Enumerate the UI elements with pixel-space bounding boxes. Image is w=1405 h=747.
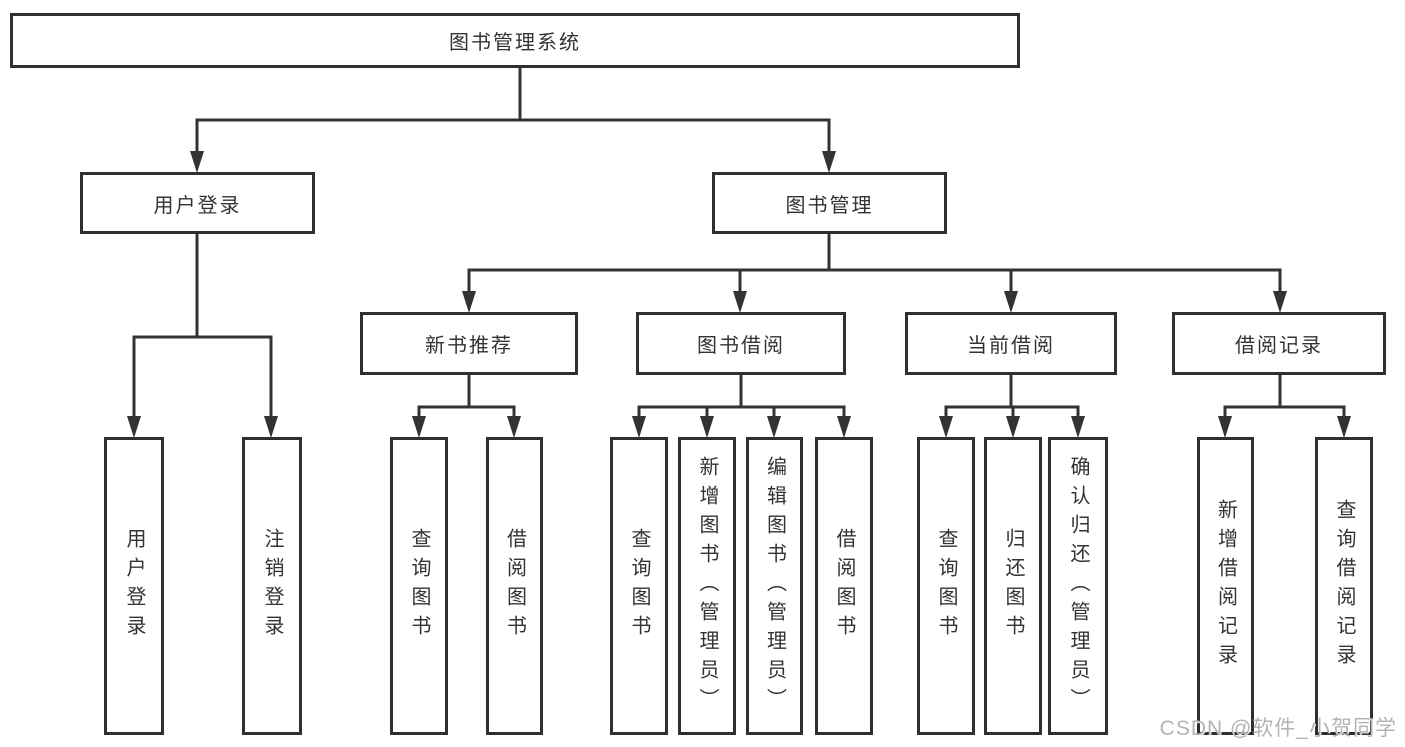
- leaf-confirm-return-admin: 确认归还（管理员）: [1048, 437, 1108, 735]
- connector-borrow-record-to-leaves: [1218, 373, 1351, 438]
- connector-root-to-level2: [190, 66, 836, 173]
- node-label: 查询图书: [408, 528, 430, 644]
- leaf-user-login: 用户登录: [104, 437, 164, 735]
- node-root-library-management-system: 图书管理系统: [10, 13, 1020, 68]
- node-label: 注销登录: [261, 528, 283, 644]
- node-label: 确认归还（管理员）: [1067, 455, 1089, 717]
- node-label: 图书管理系统: [449, 32, 581, 54]
- connector-book-borrow-to-leaves: [632, 373, 851, 438]
- leaf-edit-books-admin: 编辑图书（管理员）: [746, 437, 803, 735]
- leaf-add-borrow-record: 新增借阅记录: [1197, 437, 1254, 735]
- node-current-borrowing: 当前借阅: [905, 312, 1117, 375]
- node-label: 新书推荐: [425, 335, 513, 357]
- leaf-query-borrow-record: 查询借阅记录: [1315, 437, 1373, 735]
- leaf-query-books-current: 查询图书: [917, 437, 975, 735]
- leaf-query-books-borrowing: 查询图书: [610, 437, 668, 735]
- leaf-query-books-recommend: 查询图书: [390, 437, 448, 735]
- node-label: 新增图书（管理员）: [696, 455, 718, 717]
- node-book-management-branch: 图书管理: [712, 172, 947, 234]
- leaf-borrow-books: 借阅图书: [815, 437, 873, 735]
- leaf-logout: 注销登录: [242, 437, 302, 735]
- node-label: 归还图书: [1002, 528, 1024, 644]
- node-label: 查询图书: [935, 528, 957, 644]
- node-label: 图书管理: [785, 194, 874, 217]
- connector-current-borrow-to-leaves: [939, 373, 1085, 438]
- node-user-login-branch: 用户登录: [80, 172, 315, 234]
- connector-user-login-to-leaves: [127, 232, 278, 438]
- leaf-add-books-admin: 新增图书（管理员）: [678, 437, 736, 735]
- node-label: 借阅记录: [1235, 335, 1323, 357]
- node-label: 新增借阅记录: [1214, 499, 1237, 673]
- node-new-book-recommendation: 新书推荐: [360, 312, 578, 375]
- node-label: 用户登录: [153, 194, 242, 217]
- connector-book-management-to-level3: [462, 232, 1287, 313]
- node-label: 查询借阅记录: [1333, 499, 1355, 673]
- node-label: 编辑图书（管理员）: [763, 455, 786, 717]
- csdn-watermark: CSDN @软件_小贺同学: [1159, 717, 1397, 740]
- leaf-borrow-books-recommend: 借阅图书: [486, 437, 543, 735]
- node-label: 借阅图书: [833, 528, 855, 644]
- node-label: 借阅图书: [503, 528, 526, 644]
- node-label: 用户登录: [123, 528, 145, 644]
- node-label: 查询图书: [628, 528, 650, 644]
- node-book-borrowing: 图书借阅: [636, 312, 846, 375]
- node-label: 图书借阅: [697, 335, 785, 357]
- connector-new-book-to-leaves: [412, 373, 521, 438]
- leaf-return-books: 归还图书: [984, 437, 1042, 735]
- node-borrowing-records: 借阅记录: [1172, 312, 1386, 375]
- node-label: 当前借阅: [967, 335, 1055, 357]
